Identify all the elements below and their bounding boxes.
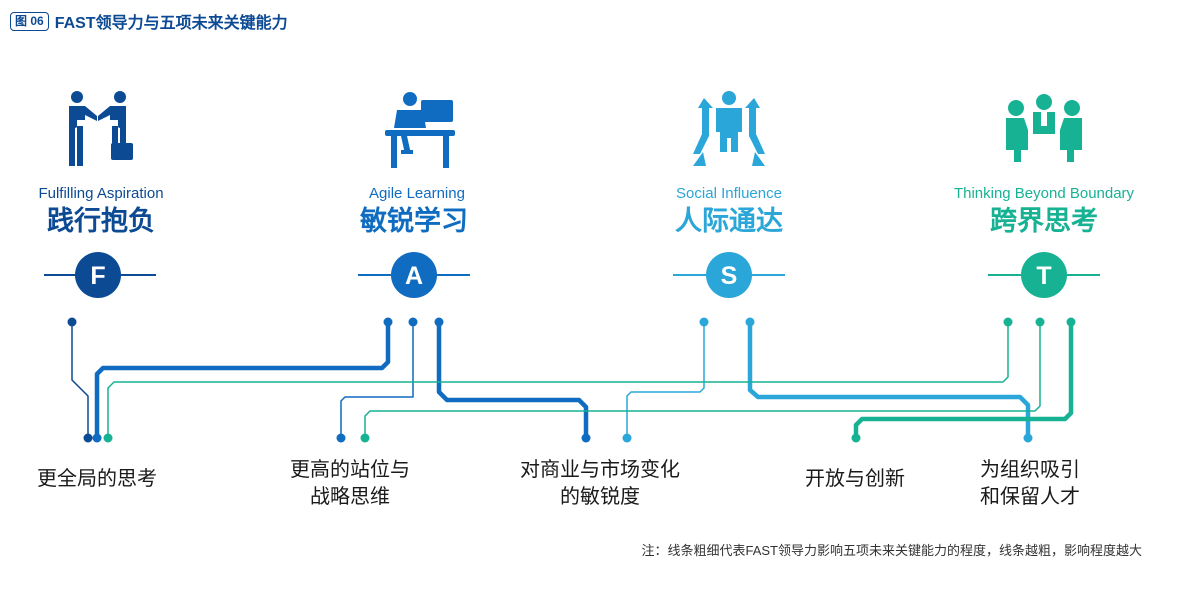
link-a-o2 (340, 322, 414, 438)
footnote: 注：线条粗细代表FAST领导力影响五项未来关键能力的程度，线条越粗，影响程度越大 (641, 543, 1142, 558)
col-t-zh: 跨界思考 (990, 206, 1098, 236)
figure-title: FAST领导力与五项未来关键能力 (54, 15, 288, 32)
col-a-zh: 敏锐学习 (359, 205, 468, 236)
letter-node-a: A (358, 252, 470, 298)
col-f-en: Fulfilling Aspiration (38, 185, 163, 202)
letter-node-s: S (673, 252, 785, 298)
col-f-zh: 践行抱负 (47, 205, 155, 236)
link-t-o4-end-dot (851, 433, 861, 443)
link-t-o1-end-dot (103, 433, 113, 443)
link-s-o5-start-dot (745, 317, 755, 327)
link-f-o1-start-dot (67, 317, 77, 327)
letter-s: S (721, 262, 738, 290)
outcome-4-line-1: 开放与创新 (805, 467, 905, 490)
link-t-o4 (853, 322, 1074, 438)
outcome-5-line-2: 和保留人才 (980, 485, 1080, 508)
team-meeting-icon (1006, 94, 1082, 162)
letter-node-t: T (988, 252, 1100, 298)
letter-node-f: F (44, 252, 156, 298)
link-t-o4-start-dot (1066, 317, 1076, 327)
letter-a: A (405, 262, 423, 290)
link-t-o2 (364, 322, 1041, 438)
link-s-o2-start-dot (699, 317, 709, 327)
link-a-o1-end-dot (92, 433, 102, 443)
handshake-icon (69, 91, 133, 166)
outcome-2-line-1: 更高的站位与 (290, 458, 410, 481)
link-a-o3 (436, 322, 589, 438)
col-s-zh: 人际通达 (675, 206, 783, 236)
link-a-o1 (94, 322, 391, 438)
laptop-learner-icon (385, 92, 455, 168)
link-a-o2-end-dot (336, 433, 346, 443)
link-a-o2-start-dot (408, 317, 418, 327)
outcome-1-line-1: 更全局的思考 (37, 467, 157, 490)
link-t-o1 (107, 322, 1009, 438)
link-a-o3-start-dot (434, 317, 444, 327)
figure-header: 图 06 FAST领导力与五项未来关键能力 (10, 9, 288, 33)
col-t-en: Thinking Beyond Boundary (954, 185, 1135, 202)
link-a-o1-start-dot (383, 317, 393, 327)
link-a-o3-end-dot (581, 433, 591, 443)
link-f-o1-end-dot (83, 433, 93, 443)
outcome-2-line-2: 战略思维 (310, 485, 390, 508)
link-t-o2-start-dot (1035, 317, 1045, 327)
link-s-o2 (626, 322, 705, 438)
letter-t: T (1036, 262, 1051, 290)
col-s-en: Social Influence (676, 185, 782, 202)
col-a-en: Agile Learning (369, 185, 465, 202)
link-s-o5-end-dot (1023, 433, 1033, 443)
outcome-3-line-2: 的敏锐度 (560, 485, 640, 508)
figure-badge: 图 06 (10, 11, 49, 31)
letter-f: F (90, 262, 105, 290)
link-t-o2-end-dot (360, 433, 370, 443)
link-s-o2-end-dot (622, 433, 632, 443)
outcome-5-line-1: 为组织吸引 (980, 458, 1080, 481)
outcome-3-line-1: 对商业与市场变化 (520, 458, 680, 481)
link-f-o1 (71, 322, 89, 438)
link-t-o1-start-dot (1003, 317, 1013, 327)
influence-arrows-icon (693, 91, 765, 166)
connector-lines (67, 317, 1076, 443)
